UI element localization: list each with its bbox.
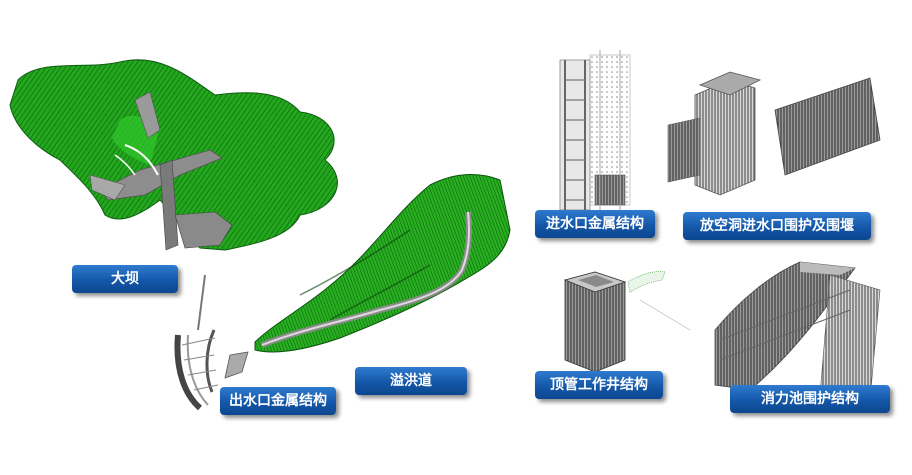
label-dam: 大坝	[72, 265, 178, 293]
emptying-tunnel-model	[667, 71, 881, 196]
label-jacking-shaft: 顶管工作井结构	[535, 371, 663, 399]
dam-model	[9, 59, 338, 251]
spillway-model	[254, 174, 511, 353]
label-stilling-basin: 消力池围护结构	[730, 385, 890, 413]
jacking-shaft-model	[563, 271, 691, 373]
label-spillway: 溢洪道	[355, 367, 467, 395]
label-outlet-metal: 出水口金属结构	[220, 387, 336, 415]
inlet-metal-model	[559, 50, 631, 211]
outlet-metal-model	[174, 274, 249, 411]
stilling-basin-model	[714, 261, 881, 401]
label-emptying-tunnel: 放空洞进水口围护及围堰	[683, 212, 871, 240]
label-inlet-metal: 进水口金属结构	[535, 210, 655, 238]
